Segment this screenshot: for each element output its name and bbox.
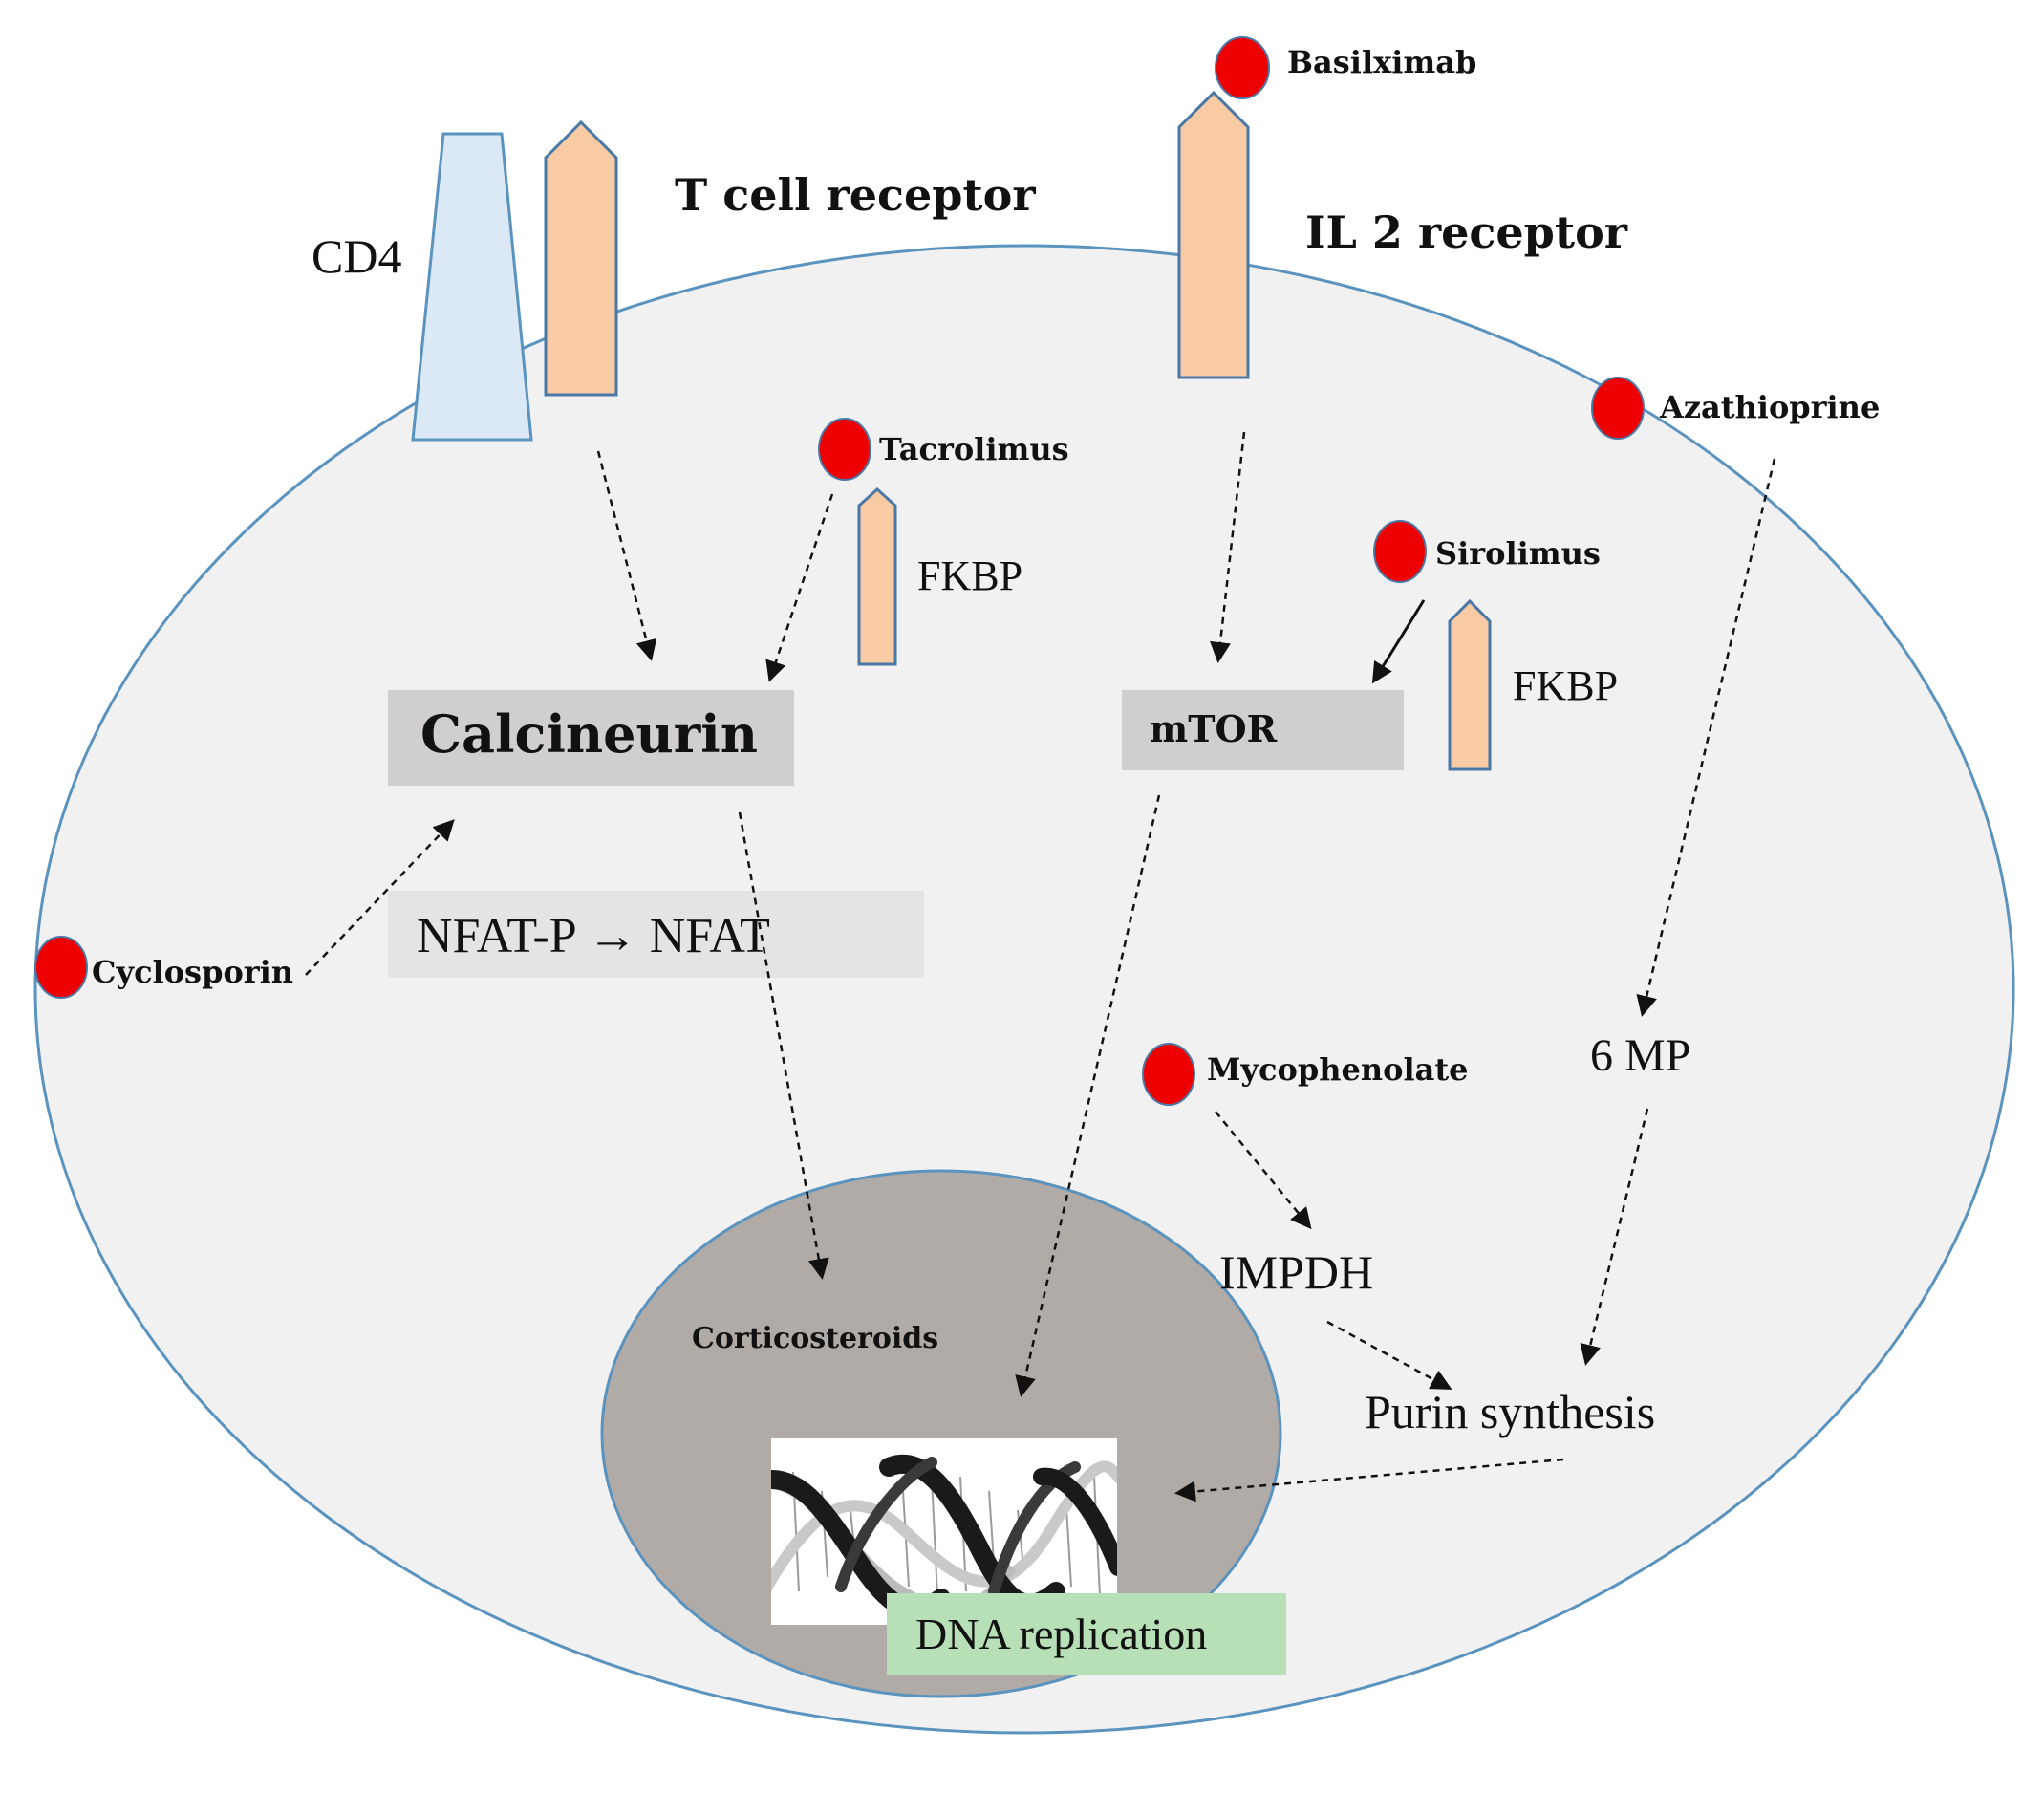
arrow-tcr-to-calcineurin <box>596 450 657 661</box>
cyclosporin-dot <box>34 936 88 999</box>
six-mp-label: 6 MP <box>1590 1030 1690 1081</box>
calcineurin-box <box>388 690 794 786</box>
arrow-azathioprine-to-6mp <box>1636 458 1776 1017</box>
t-cell-receptor-label: T cell receptor <box>675 169 1036 221</box>
basilximab-label: Basilximab <box>1287 44 1476 80</box>
arrow-il2-to-mtor <box>1210 431 1246 663</box>
il2-receptor <box>1177 90 1250 379</box>
tacrolimus-dot <box>818 418 871 481</box>
arrow-6mp-to-purin <box>1580 1108 1649 1366</box>
mycophenolate-label: Mycophenolate <box>1207 1051 1468 1088</box>
cd4-label: CD4 <box>312 229 401 283</box>
basilximab-dot <box>1215 36 1270 99</box>
mycophenolate-dot <box>1142 1043 1195 1106</box>
pathway-arrows <box>305 431 1776 1502</box>
arrow-tacrolimus-to-calcineurin <box>765 493 834 682</box>
il2-receptor-label: IL 2 receptor <box>1305 206 1628 258</box>
cd4-receptor <box>411 132 533 442</box>
t-cell-receptor <box>544 119 618 397</box>
sirolimus-dot <box>1373 520 1427 583</box>
sirolimus-label: Sirolimus <box>1435 535 1601 572</box>
arrow-purin-to-dna <box>1174 1458 1564 1502</box>
azathioprine-dot <box>1591 377 1645 440</box>
dna-replication-label: DNA replication <box>915 1610 1207 1658</box>
fkbp-right <box>1448 598 1492 771</box>
mtor-box <box>1122 690 1404 770</box>
fkbp-left-label: FKBP <box>917 552 1022 599</box>
cell-membrane <box>33 244 2015 1735</box>
tacrolimus-label: Tacrolimus <box>879 431 1069 467</box>
nfat-label: NFAT-P → NFAT <box>417 909 770 963</box>
purin-synthesis-label: Purin synthesis <box>1365 1385 1655 1438</box>
fkbp-left <box>857 486 897 666</box>
azathioprine-label: Azathioprine <box>1659 389 1880 425</box>
arrow-impdh-to-purin <box>1326 1320 1452 1390</box>
dna-replication-box <box>887 1593 1286 1675</box>
arrow-calcineurin-to-nucleus <box>738 811 829 1280</box>
arrow-sirolimus-to-mtor <box>1371 599 1426 684</box>
calcineurin-label: Calcineurin <box>420 703 758 765</box>
fkbp-right-label: FKBP <box>1513 662 1618 709</box>
arrow-cyclosporin-to-calcineurin <box>305 819 455 976</box>
impdh-label: IMPDH <box>1219 1245 1373 1299</box>
cyclosporin-label: Cyclosporin <box>92 954 293 990</box>
arrow-mtor-to-dna <box>1015 794 1161 1397</box>
mtor-label: mTOR <box>1150 707 1278 750</box>
nfat-box <box>388 891 924 978</box>
corticosteroids-label: Corticosteroids <box>692 1322 938 1355</box>
